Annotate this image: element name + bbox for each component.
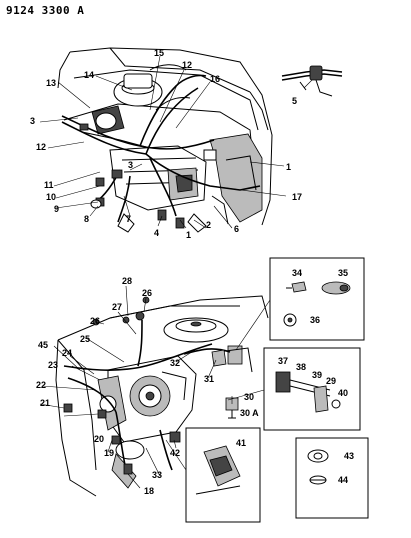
callout-21: 21 [40,398,50,408]
callout-2: 2 [206,220,211,230]
inset-bracket [227,347,361,431]
callout-5: 5 [292,96,297,106]
callout-42: 42 [170,448,180,458]
callout-18: 18 [144,486,154,496]
harness-detail-top-right [281,65,343,97]
callout-10: 10 [46,192,56,202]
callout-41: 41 [236,438,246,448]
callout-36: 36 [310,315,320,325]
callout-30a: 30 A [240,408,259,418]
callout-3: 3 [30,116,35,126]
engine-compartment-top-view [57,47,273,233]
callout-23: 23 [48,360,58,370]
callout-6: 6 [234,224,239,234]
callout-32: 32 [170,358,180,368]
callout-25: 25 [80,334,90,344]
callout-20: 20 [94,434,104,444]
callout-28: 28 [122,276,132,286]
callout-34: 34 [292,268,302,278]
callout-4: 4 [154,228,159,238]
callout-45: 45 [38,340,48,350]
inset-connectors [235,257,365,351]
callout-43: 43 [344,451,354,461]
callout-39: 39 [312,370,322,380]
callout-24: 24 [62,348,72,358]
callout-12b: 12 [36,142,46,152]
callouts-insets: 34 35 36 37 38 39 29 40 43 44 [278,268,354,485]
callout-38: 38 [296,362,306,372]
callout-35: 35 [338,268,348,278]
callout-14: 14 [84,70,94,80]
callout-12: 12 [182,60,192,70]
callout-40: 40 [338,388,348,398]
callout-27: 27 [112,302,122,312]
callout-26: 26 [142,288,152,298]
callout-30: 30 [244,392,254,402]
callout-33: 33 [152,470,162,480]
leader-lines [39,55,313,489]
inset-harness-clip [165,427,261,523]
callout-1b: 1 [186,230,191,240]
inset-clips [295,437,369,519]
callout-16: 16 [210,74,220,84]
callout-17: 17 [292,192,302,202]
callout-9: 9 [54,204,59,214]
callout-1: 1 [286,162,291,172]
callout-29: 29 [326,376,336,386]
callout-37: 37 [278,356,288,366]
document-code: 9124 3300 A [6,4,85,17]
callouts-top: 15 14 12 16 13 3 12 5 1 11 10 9 8 7 3 17… [30,48,302,240]
callout-15: 15 [154,48,164,58]
callout-8: 8 [84,214,89,224]
callout-26b: 26 [90,316,100,326]
callout-44: 44 [338,475,348,485]
callout-13: 13 [46,78,56,88]
engine-compartment-side-view [55,295,269,497]
callout-3b: 3 [128,160,133,170]
callout-11: 11 [44,180,54,190]
callout-22: 22 [36,380,46,390]
callout-19: 19 [104,448,114,458]
callouts-bottom: 28 27 26 26 25 45 24 23 22 21 20 19 32 3… [36,276,259,496]
callout-7: 7 [126,214,131,224]
callout-31: 31 [204,374,214,384]
